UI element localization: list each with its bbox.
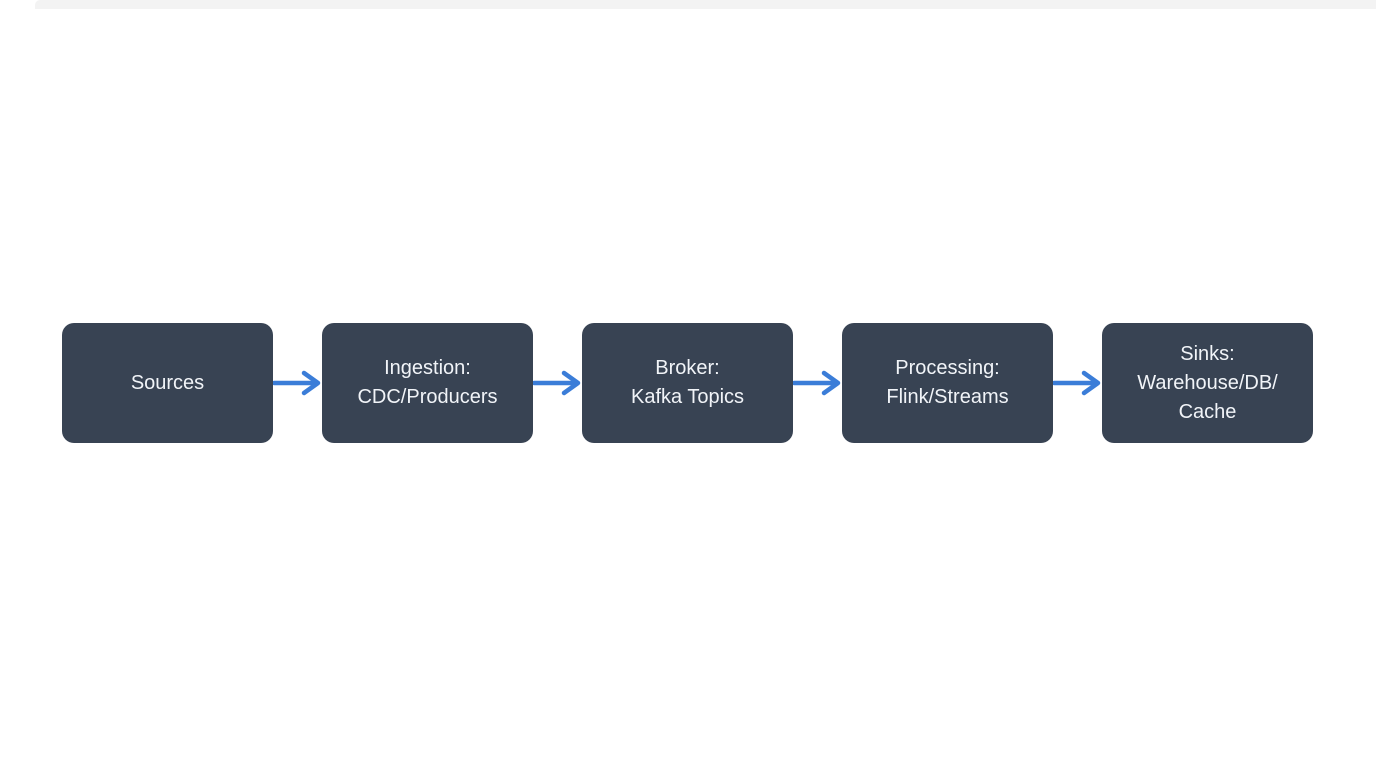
node-label: Cache (1178, 400, 1237, 423)
flow-arrow (1053, 323, 1102, 443)
node-label: Processing: (895, 357, 1000, 379)
flow-diagram: Sources Ingestion: CDC/Producers Broker:… (62, 323, 1313, 443)
arrow-right-icon (533, 370, 581, 396)
arrow-right-icon (793, 370, 841, 396)
arrow-right-icon (273, 370, 321, 396)
flow-node-ingestion: Ingestion: CDC/Producers (322, 323, 533, 443)
flow-node-sources: Sources (62, 323, 273, 443)
node-label: Ingestion: (384, 357, 471, 379)
flow-node-processing: Processing: Flink/Streams (842, 323, 1053, 443)
node-label: Broker: (655, 357, 720, 379)
node-label: Sinks: (1180, 342, 1235, 365)
node-label: Kafka Topics (630, 386, 745, 408)
flow-arrow (533, 323, 582, 443)
flow-node-sinks: Sinks: Warehouse/DB/ Cache (1102, 323, 1313, 443)
arrow-right-icon (1053, 370, 1101, 396)
node-label: Sources (130, 371, 205, 394)
node-label: CDC/Producers (357, 386, 498, 408)
top-edge-artifact (35, 0, 1376, 9)
flow-arrow (273, 323, 322, 443)
flow-node-broker: Broker: Kafka Topics (582, 323, 793, 443)
node-label: Warehouse/DB/ (1137, 371, 1278, 394)
node-label: Flink/Streams (886, 386, 1009, 408)
flow-arrow (793, 323, 842, 443)
